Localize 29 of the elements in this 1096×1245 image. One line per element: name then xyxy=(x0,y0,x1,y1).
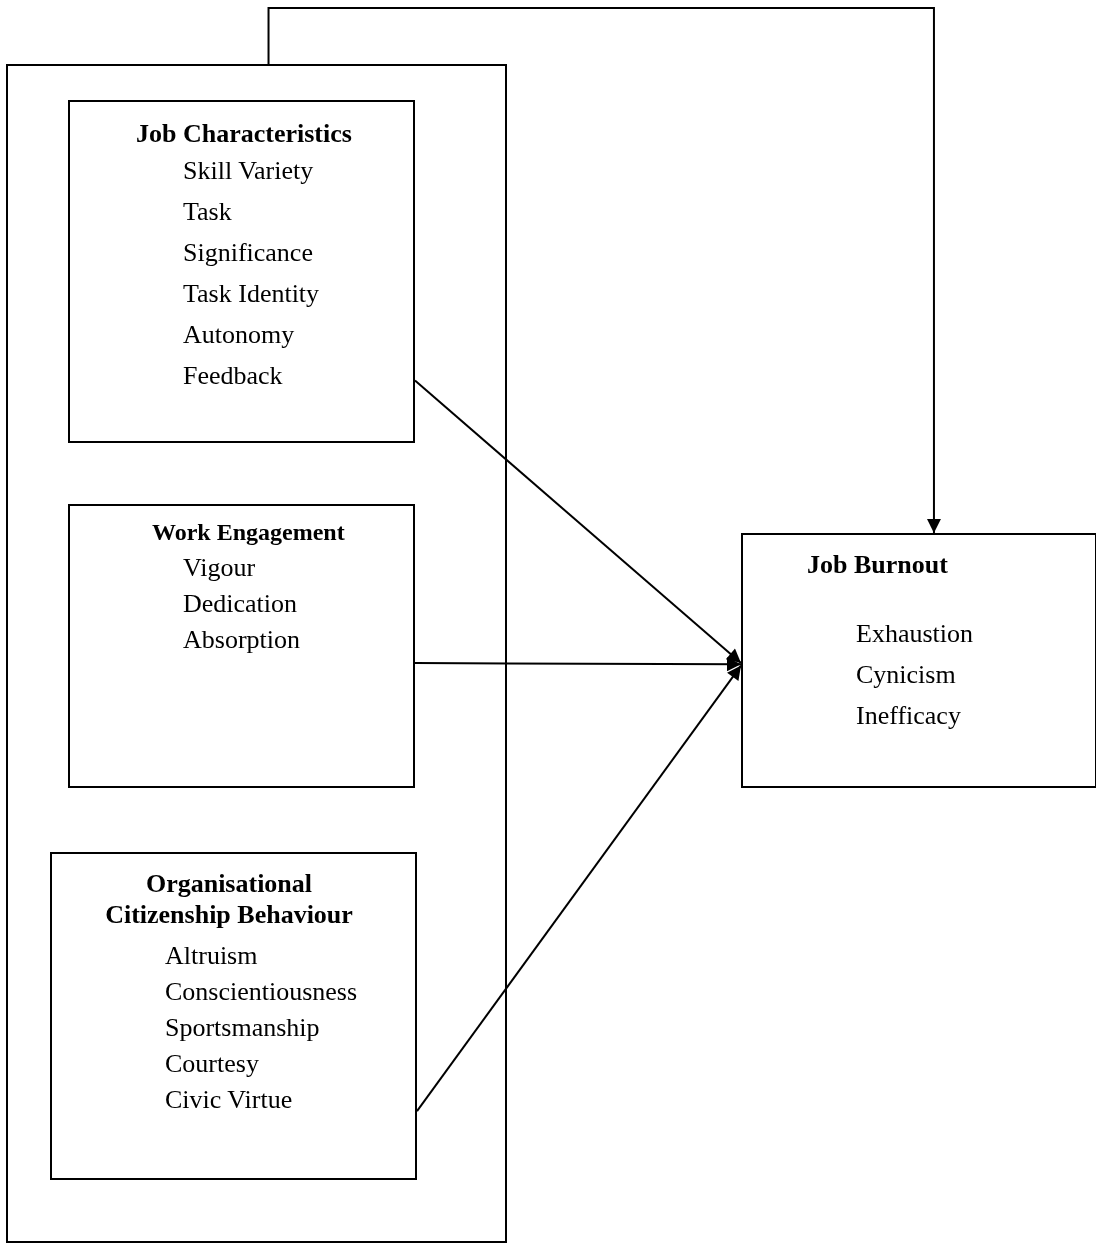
box-heading: Job Burnout xyxy=(807,549,948,581)
list-item: Altruism xyxy=(165,940,259,972)
list-item: Vigour xyxy=(183,552,257,584)
list-item: Task Identity xyxy=(183,278,321,310)
arrow xyxy=(267,7,941,534)
box-heading: Organisational Citizenship Behaviour xyxy=(104,868,354,931)
list-item: Task Significance xyxy=(183,196,314,269)
box-heading: Work Engagement xyxy=(152,518,345,547)
list-item: Dedication xyxy=(183,588,299,620)
factor-box xyxy=(68,100,415,443)
factor-box xyxy=(50,852,417,1180)
arrow xyxy=(416,664,742,1113)
outer-group-box xyxy=(6,64,507,1243)
list-item: Exhaustion xyxy=(856,618,974,650)
list-item: Cynicism xyxy=(856,659,957,691)
list-item: Feedback xyxy=(183,360,284,392)
list-item: Civic Virtue xyxy=(165,1084,294,1116)
list-item: Sportsmanship xyxy=(165,1012,321,1044)
list-item: Autonomy xyxy=(183,319,296,351)
factor-box xyxy=(741,533,1096,788)
list-item: Courtesy xyxy=(165,1048,260,1080)
arrow xyxy=(414,657,742,672)
list-item: Absorption xyxy=(183,624,301,656)
list-item: Skill Variety xyxy=(183,155,315,187)
arrow xyxy=(414,379,742,665)
list-item: Conscientiousness xyxy=(165,976,359,1008)
box-heading: Job Characteristics xyxy=(136,118,352,150)
factor-box xyxy=(68,504,415,788)
list-item: Inefficacy xyxy=(856,700,962,732)
